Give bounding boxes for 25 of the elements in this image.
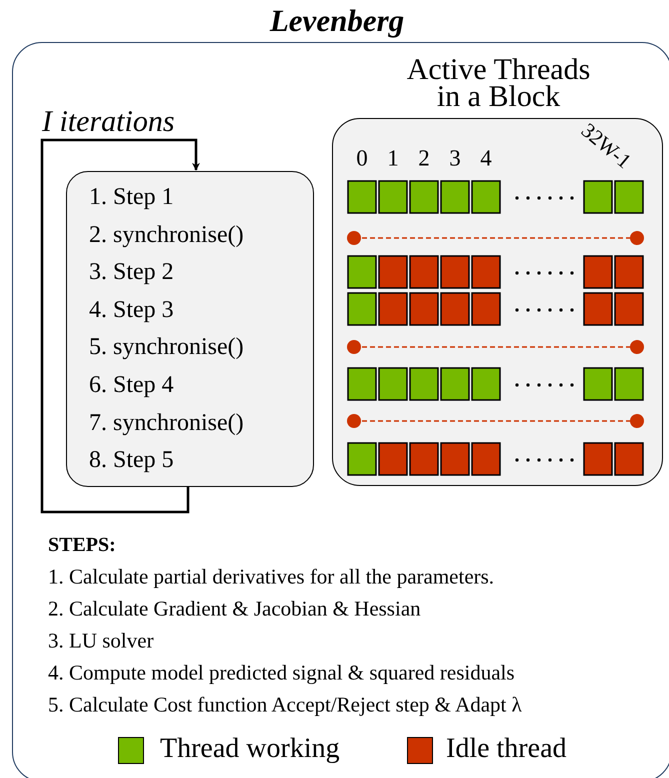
step-item: 4. Step 3 [89, 296, 174, 325]
step-item: 2. synchronise() [89, 220, 244, 250]
steps-heading: STEPS: [48, 534, 116, 556]
step-description: 2. Calculate Gradient & Jacobian & Hessian [48, 597, 421, 621]
step-description: 5. Calculate Cost function Accept/Reject step & Adapt λ [48, 693, 522, 717]
thread-index: 0 [356, 145, 368, 171]
step-item: 6. Step 4 [89, 371, 174, 400]
thread-index: 1 [387, 145, 399, 171]
panel-heading: Active Threads in a Block [406, 56, 592, 110]
step-description: 4. Compute model predicted signal & squared residuals [48, 661, 515, 685]
thread-index: 2 [418, 145, 430, 171]
legend-label: Idle thread [446, 733, 566, 765]
thread-index: 4 [480, 145, 492, 171]
legend-label: Thread working [160, 733, 340, 765]
step-description: 1. Calculate partial derivatives for all the parameters. [48, 565, 494, 589]
step-item: 8. Step 5 [89, 446, 174, 476]
step-description: 3. LU solver [48, 629, 154, 653]
thread-index: 3 [449, 145, 461, 171]
step-item: 5. synchronise() [89, 333, 244, 362]
step-item: 1. Step 1 [89, 183, 174, 212]
step-item: 3. Step 2 [89, 258, 174, 288]
step-list-box [66, 171, 314, 487]
step-item: 7. synchronise() [89, 408, 244, 438]
frame-heading: Levenberg [268, 3, 406, 39]
loop-arrow [40, 138, 200, 514]
